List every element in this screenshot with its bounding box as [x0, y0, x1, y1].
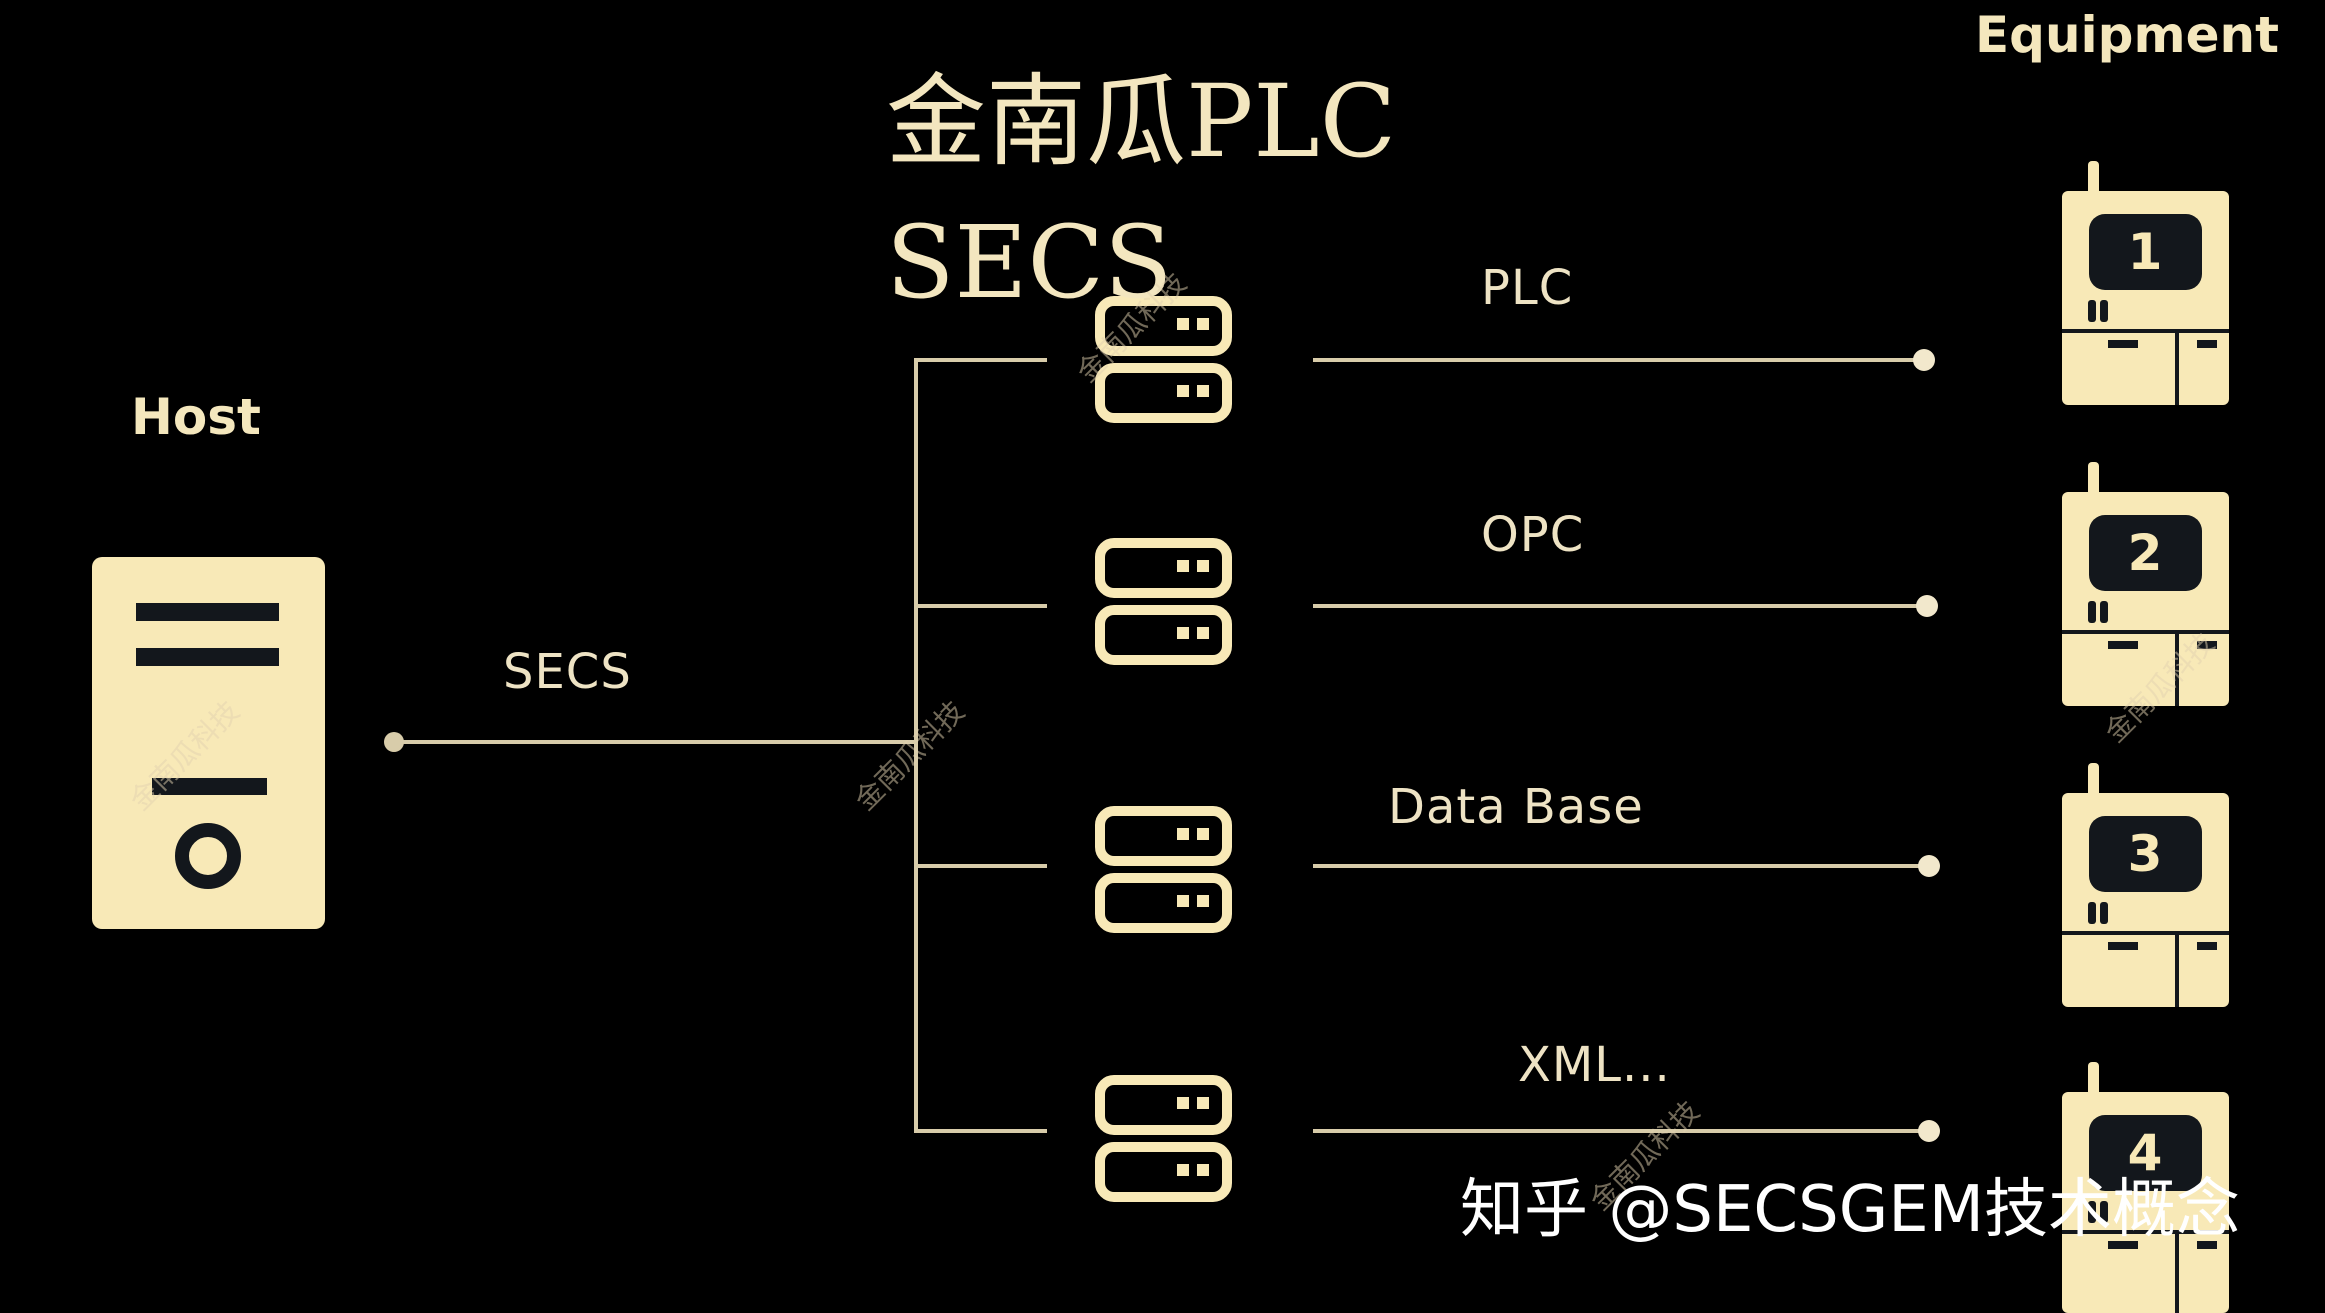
zhihu-credit: 知乎 @SECSGEM技术概念	[1460, 1173, 2240, 1247]
equipment-machine-icon: 3	[2062, 763, 2229, 1007]
protocol-label-3: Data Base	[1388, 779, 1644, 835]
secs-link	[384, 732, 918, 752]
protocol-label-1: PLC	[1481, 260, 1574, 316]
secs-link-label: SECS	[503, 644, 632, 700]
server-icon	[1095, 1075, 1232, 1202]
protocol-label-2: OPC	[1481, 507, 1585, 563]
equipment-number: 1	[2128, 223, 2163, 281]
server-icon	[1095, 538, 1232, 665]
equipment-machine-icon: 1	[2062, 161, 2229, 405]
bus-branch-2	[914, 595, 1938, 617]
equipment-number: 4	[2128, 1124, 2163, 1182]
bus-branch-3	[914, 855, 1940, 877]
bus-branch-4	[914, 1120, 1940, 1142]
host-computer-icon	[92, 557, 325, 929]
diagram-title-line1: 金南瓜PLC	[886, 63, 1397, 180]
server-icon	[1095, 806, 1232, 933]
equipment-machine-icon: 4	[2062, 1062, 2229, 1313]
equipment-number: 2	[2128, 524, 2163, 582]
equipment-machine-icon: 2	[2062, 462, 2229, 706]
server-icon	[1095, 296, 1232, 423]
protocol-label-4: XML...	[1518, 1037, 1671, 1093]
host-label: Host	[131, 388, 261, 446]
diagram-title-line2: SECS	[886, 204, 1173, 321]
equipment-number: 3	[2128, 825, 2163, 883]
equipment-label: Equipment	[1975, 6, 2279, 64]
bus-branch-1	[914, 349, 1935, 371]
